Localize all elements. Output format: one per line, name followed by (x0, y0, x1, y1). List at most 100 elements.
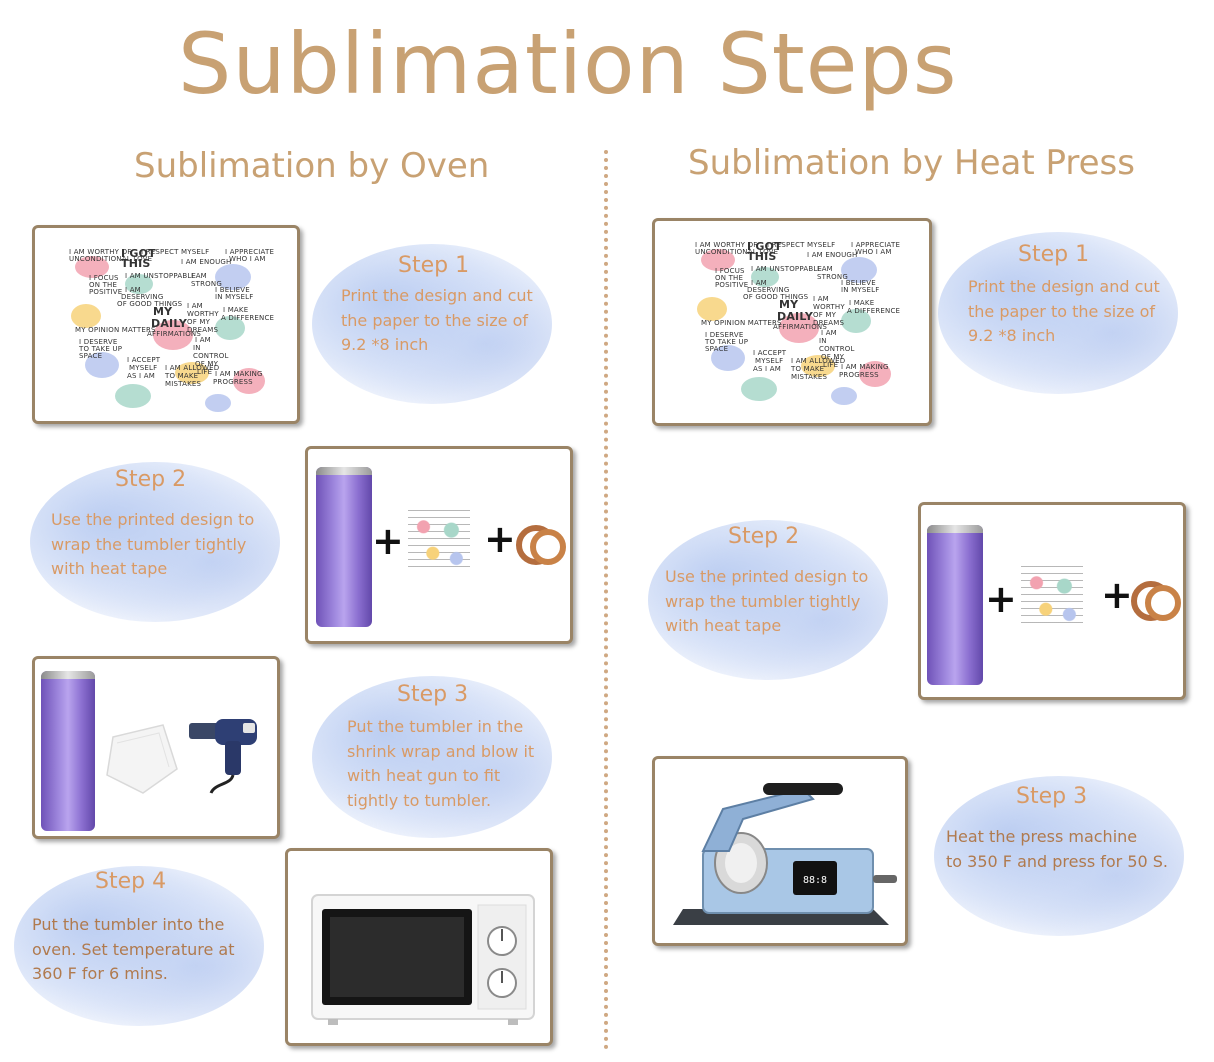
affirmation-text: I AM (751, 279, 767, 287)
affirmation-text: AFFIRMATIONS (147, 330, 201, 338)
affirmation-text: I FOCUS (89, 274, 119, 282)
design-blob (801, 355, 835, 377)
design-blob (841, 309, 871, 333)
design-blob (233, 368, 265, 394)
press-step3-title: Step 3 (1016, 784, 1088, 809)
affirmation-text: I MAKE (223, 306, 249, 314)
mini-design-sheet (408, 507, 470, 573)
affirmation-text: I BELIEVE (841, 279, 876, 287)
affirmation-text: I AM MAKING (215, 370, 263, 378)
plus-icon: + (1101, 573, 1133, 617)
affirmation-text: A DIFFERENCE (847, 307, 901, 315)
oven-step4-text: Put the tumbler into the oven. Set tempe… (32, 915, 235, 983)
purple-tumbler (41, 671, 95, 831)
affirmation-text: MISTAKES (791, 373, 828, 381)
main-title: Sublimation Steps (178, 15, 958, 113)
affirmation-text: DAILY (151, 317, 187, 330)
affirmation-text: I RESPECT MYSELF (767, 241, 836, 249)
affirmation-text: OF MY (195, 360, 219, 368)
affirmation-text: PROGRESS (839, 371, 879, 379)
oven-step2-cloud (30, 462, 280, 622)
affirmation-text: ON THE (715, 274, 744, 282)
affirmation-text: I AM ENOUGH (181, 258, 232, 266)
affirmation-text: I AM UNSTOPPABLE (125, 272, 197, 280)
affirmation-text: I APPRECIATE (225, 248, 275, 256)
oven-step3-image-frame (32, 656, 280, 839)
oven-step1-title: Step 1 (398, 253, 470, 278)
oven-step4-image-frame (285, 848, 553, 1046)
affirmation-text: IN (193, 344, 201, 352)
press-step3-cloud (934, 776, 1184, 936)
affirmation-text: I BELIEVE (215, 286, 250, 294)
affirmation-text: WHO I AM (229, 255, 266, 263)
design-blob (75, 256, 109, 278)
affirmation-text: UNCONDITIONAL LOVE (69, 255, 153, 263)
heat-gun-icon (189, 719, 257, 794)
design-blob (215, 264, 251, 290)
affirmation-text: WORTHY (187, 310, 219, 318)
affirmation-text: I FOCUS (715, 267, 745, 275)
affirmation-text: OF MY (821, 353, 845, 361)
press-step2-text: Use the printed design to wrap the tumbl… (665, 567, 869, 635)
affirmation-text: I GOT (121, 247, 156, 260)
affirmation-text: I AM ENOUGH (807, 251, 858, 259)
affirmation-text: MYSELF (129, 364, 158, 372)
design-blob (779, 313, 819, 343)
affirmation-text: POSITIVE (715, 281, 749, 289)
affirmation-text: I AM (191, 272, 207, 280)
design-blob (751, 267, 779, 287)
design-blob (205, 394, 231, 412)
affirmation-text: I AM ALLOWED (791, 357, 846, 365)
affirmation-text: UNCONDITIONAL LOVE (695, 248, 779, 256)
press-step2-image-frame: + + (918, 502, 1186, 700)
affirmation-text: IN (819, 337, 827, 345)
affirmation-text: THIS (747, 250, 777, 263)
design-blob (153, 320, 193, 350)
affirmation-text: WORTHY (813, 303, 845, 311)
mini-design-sheet (1021, 563, 1083, 629)
affirmation-text: AS I AM (753, 365, 781, 373)
design-blob (741, 377, 777, 401)
affirmation-text: CONTROL (193, 352, 229, 360)
heat-tape-roll-icon (530, 529, 566, 565)
shrink-wrap-sleeve-icon (106, 724, 178, 794)
oven-step3-cloud (312, 676, 552, 838)
section-heading-press: Sublimation by Heat Press (688, 143, 1135, 183)
design-blob (71, 304, 101, 328)
affirmation-text: OF GOOD THINGS (117, 300, 183, 308)
affirmation-text: I AM (195, 336, 211, 344)
oven-step3-text: Put the tumbler in the shrink wrap and b… (347, 717, 535, 810)
section-divider (604, 150, 608, 1050)
design-blob (115, 384, 151, 408)
affirmation-text: AS I AM (127, 372, 155, 380)
affirmation-text: IN MYSELF (215, 293, 254, 301)
section-heading-oven: Sublimation by Oven (134, 146, 490, 186)
affirmation-text: I AM (125, 286, 141, 294)
affirmation-text: I APPRECIATE (851, 241, 901, 249)
design-blob (831, 387, 857, 405)
affirmation-text: I AM ALLOWED (165, 364, 220, 372)
affirmation-text: TO TAKE UP (705, 338, 749, 346)
affirmation-text: POSITIVE (89, 288, 123, 296)
affirmation-text: I DESERVE (79, 338, 118, 346)
affirmation-text: I ACCEPT (753, 349, 787, 357)
plus-icon: + (484, 517, 516, 561)
oven-step1-cloud (312, 244, 552, 404)
affirmation-text: MY (153, 305, 173, 318)
press-step2-cloud (648, 520, 888, 680)
oven-step2-image-frame: + + (305, 446, 573, 644)
affirmation-text: DAILY (777, 310, 813, 323)
press-step1-text: Print the design and cut the paper to th… (968, 277, 1160, 345)
press-step2-title: Step 2 (728, 524, 800, 549)
affirmation-text: TO MAKE (791, 365, 825, 373)
design-blob (175, 362, 209, 384)
affirmation-text: OF GOOD THINGS (743, 293, 809, 301)
affirmation-text: I GOT (747, 240, 782, 253)
affirmation-text: I AM (813, 295, 829, 303)
affirmation-text: I AM MAKING (841, 363, 889, 371)
heat-tape-roll-icon (1145, 585, 1181, 621)
design-blob (711, 345, 745, 371)
